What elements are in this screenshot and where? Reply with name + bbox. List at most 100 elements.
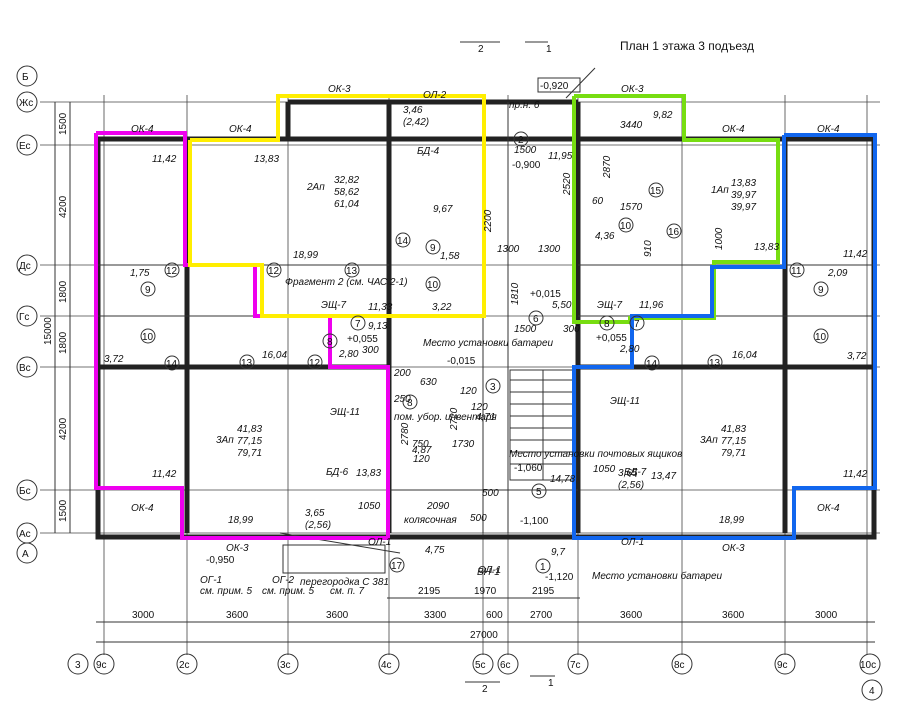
svg-text:2520: 2520 — [562, 172, 573, 196]
svg-text:колясочная: колясочная — [404, 515, 457, 526]
svg-text:2195: 2195 — [532, 586, 555, 597]
svg-text:10с: 10с — [860, 660, 876, 671]
svg-text:ЭЩ-7: ЭЩ-7 — [597, 300, 622, 311]
bottom-dimensions: 3000 3600 3600 3300 600 2700 3600 3600 3… — [96, 586, 875, 643]
svg-text:9: 9 — [818, 285, 824, 296]
svg-text:9с: 9с — [96, 660, 107, 671]
svg-text:630: 630 — [420, 377, 437, 388]
svg-text:3,65: 3,65 — [305, 508, 325, 519]
svg-text:-1,060: -1,060 — [514, 463, 543, 474]
svg-text:8: 8 — [604, 319, 610, 330]
svg-text:6с: 6с — [500, 660, 511, 671]
svg-text:БД-7: БД-7 — [624, 467, 647, 478]
svg-text:Б: Б — [22, 72, 29, 83]
svg-text:см. прим. 5: см. прим. 5 — [200, 586, 252, 597]
svg-text:-0,920: -0,920 — [540, 81, 569, 92]
row-axis-bubbles: Б Жс Ес Дс Гс Вс Бс Ас А — [16, 65, 38, 564]
svg-text:120: 120 — [413, 454, 430, 465]
svg-text:1500: 1500 — [514, 145, 537, 156]
svg-text:1000: 1000 — [714, 227, 725, 250]
svg-text:4200: 4200 — [58, 417, 69, 440]
svg-text:ОК-4: ОК-4 — [817, 124, 840, 135]
svg-text:(2,42): (2,42) — [403, 117, 429, 128]
svg-text:-1,120: -1,120 — [545, 572, 574, 583]
svg-text:4,87: 4,87 — [412, 445, 432, 456]
svg-text:13: 13 — [709, 358, 721, 369]
svg-text:3000: 3000 — [815, 610, 838, 621]
svg-text:2195: 2195 — [418, 586, 441, 597]
svg-text:12: 12 — [268, 266, 280, 277]
svg-text:2: 2 — [518, 135, 524, 146]
svg-text:2200: 2200 — [483, 209, 494, 233]
level-marks: -0,920 -0,900 +0,015 +0,055 +0,055 -0,01… — [206, 77, 627, 583]
svg-text:4: 4 — [869, 686, 875, 697]
svg-text:11,33: 11,33 — [368, 302, 393, 313]
svg-text:3600: 3600 — [620, 610, 643, 621]
svg-text:+0,055: +0,055 — [596, 333, 627, 344]
svg-text:пом. убор. инвентаря: пом. убор. инвентаря — [394, 411, 497, 423]
highlight-apartment-magenta — [94, 131, 390, 540]
title-leader-line — [565, 67, 596, 99]
svg-text:4,75: 4,75 — [425, 545, 445, 556]
svg-text:3300: 3300 — [424, 610, 447, 621]
svg-text:13,83: 13,83 — [254, 154, 279, 165]
svg-text:300: 300 — [362, 345, 379, 356]
svg-text:2700: 2700 — [530, 610, 553, 621]
svg-text:300: 300 — [563, 324, 580, 335]
svg-text:3600: 3600 — [722, 610, 745, 621]
svg-text:Жс: Жс — [19, 98, 33, 109]
svg-text:-0,950: -0,950 — [206, 555, 235, 566]
svg-text:13,83: 13,83 — [754, 242, 779, 253]
svg-text:8с: 8с — [674, 660, 685, 671]
svg-text:13,47: 13,47 — [651, 471, 676, 482]
svg-text:3,46: 3,46 — [403, 105, 423, 116]
svg-text:11,42: 11,42 — [152, 469, 177, 480]
svg-text:1050: 1050 — [358, 501, 381, 512]
svg-text:1: 1 — [540, 562, 546, 573]
svg-text:77,15: 77,15 — [237, 436, 262, 447]
left-dimensions: 1500 4200 1800 1800 15000 4200 1500 — [43, 102, 71, 533]
svg-text:Место установки батареи: Место установки батареи — [423, 337, 554, 349]
svg-text:1730: 1730 — [452, 439, 475, 450]
svg-text:Дс: Дс — [19, 261, 31, 272]
svg-text:3,72: 3,72 — [847, 351, 867, 362]
svg-text:2720: 2720 — [449, 407, 460, 431]
svg-text:Ас: Ас — [19, 529, 31, 540]
svg-text:1,75: 1,75 — [130, 268, 150, 279]
svg-text:ОГ-2: ОГ-2 — [272, 575, 295, 586]
svg-text:3с: 3с — [280, 660, 291, 671]
svg-text:61,04: 61,04 — [334, 199, 359, 210]
svg-text:3,65: 3,65 — [618, 468, 638, 479]
svg-text:ОК-3: ОК-3 — [226, 543, 249, 554]
svg-text:Бс: Бс — [19, 486, 31, 497]
staircase — [509, 369, 577, 481]
svg-text:500: 500 — [470, 513, 487, 524]
svg-text:ОЛ-1: ОЛ-1 — [478, 565, 501, 576]
svg-text:1300: 1300 — [497, 244, 520, 255]
svg-text:9,67: 9,67 — [433, 204, 453, 215]
svg-text:4,36: 4,36 — [595, 231, 615, 242]
svg-text:17: 17 — [391, 561, 403, 572]
svg-text:2780: 2780 — [400, 422, 411, 446]
svg-text:11: 11 — [791, 266, 802, 277]
svg-text:16,04: 16,04 — [262, 350, 287, 361]
svg-text:9,13: 9,13 — [368, 321, 388, 332]
svg-text:Ес: Ес — [19, 141, 31, 152]
svg-text:13: 13 — [241, 358, 253, 369]
svg-text:6: 6 — [533, 314, 539, 325]
svg-text:13,83: 13,83 — [356, 468, 381, 479]
svg-text:39,97: 39,97 — [731, 202, 756, 213]
svg-text:7: 7 — [634, 319, 640, 330]
svg-text:2,80: 2,80 — [619, 344, 640, 355]
svg-text:12: 12 — [309, 358, 321, 369]
svg-text:3000: 3000 — [132, 610, 155, 621]
svg-text:ОК-4: ОК-4 — [131, 503, 154, 514]
svg-text:ОК-4: ОК-4 — [131, 124, 154, 135]
svg-text:11,42: 11,42 — [843, 249, 868, 260]
svg-text:9: 9 — [430, 243, 436, 254]
svg-text:2: 2 — [478, 44, 484, 55]
highlight-apartment-green — [572, 94, 780, 324]
highlight-apartment-blue — [572, 133, 877, 540]
svg-text:500: 500 — [482, 488, 499, 499]
